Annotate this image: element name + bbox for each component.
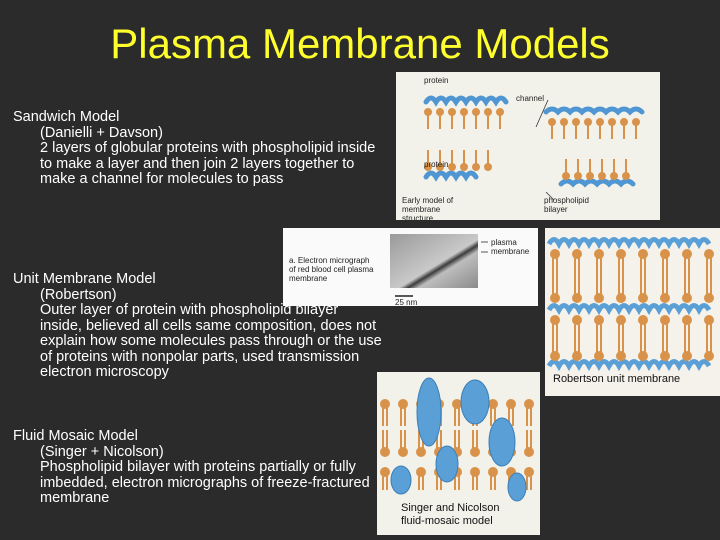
sandwich-model-description: 2 layers of globular proteins with phosp… <box>40 140 376 187</box>
electron-micrograph-figure: a. Electron micrograph of red blood cell… <box>283 228 538 306</box>
singer-nicolson-caption: Singer and Nicolson fluid-mosaic model <box>401 502 500 527</box>
sandwich-model-authors: (Danielli + Davson) <box>40 124 163 141</box>
unit-membrane-model-text: Unit Membrane Model (Robertson) Outer la… <box>13 271 383 381</box>
early-model-caption: Early model of membrane structure <box>402 196 454 220</box>
protein-top-label: protein <box>424 76 449 85</box>
plasma-membrane-label: plasma membrane <box>491 238 530 256</box>
sandwich-model-figure: protein channel protein Early model of m… <box>396 72 660 220</box>
unit-model-heading: Unit Membrane Model <box>13 271 156 287</box>
sandwich-model-text: Sandwich Model (Danielli + Davson) 2 lay… <box>13 109 383 188</box>
sandwich-model-illustration <box>423 95 645 201</box>
unit-membrane-illustration <box>546 237 714 372</box>
fluid-model-heading: Fluid Mosaic Model <box>13 428 138 444</box>
fluid-mosaic-model-text: Fluid Mosaic Model (Singer + Nicolson) P… <box>13 428 378 507</box>
unit-model-authors: (Robertson) <box>40 286 117 303</box>
unit-model-description: Outer layer of protein with phospholipid… <box>40 302 382 380</box>
micrograph-image <box>390 234 488 297</box>
slide-title: Plasma Membrane Models <box>110 20 610 67</box>
channel-label: channel <box>516 94 545 103</box>
scale-bar-label: 25 nm <box>395 298 418 306</box>
fluid-model-description: Phospholipid bilayer with proteins parti… <box>40 459 370 506</box>
protein-left-label: protein <box>424 160 449 169</box>
robertson-unit-membrane-figure: Robertson unit membrane <box>545 228 720 396</box>
sandwich-model-heading: Sandwich Model <box>13 109 120 125</box>
fluid-model-authors: (Singer + Nicolson) <box>40 443 164 460</box>
micrograph-caption: a. Electron micrograph of red blood cell… <box>289 256 374 283</box>
fluid-mosaic-figure: Singer and Nicolson fluid-mosaic model <box>377 372 540 535</box>
phospholipid-bilayer-label: phospholipid bilayer <box>544 196 589 214</box>
fluid-mosaic-illustration <box>380 377 534 502</box>
robertson-caption: Robertson unit membrane <box>553 373 681 385</box>
